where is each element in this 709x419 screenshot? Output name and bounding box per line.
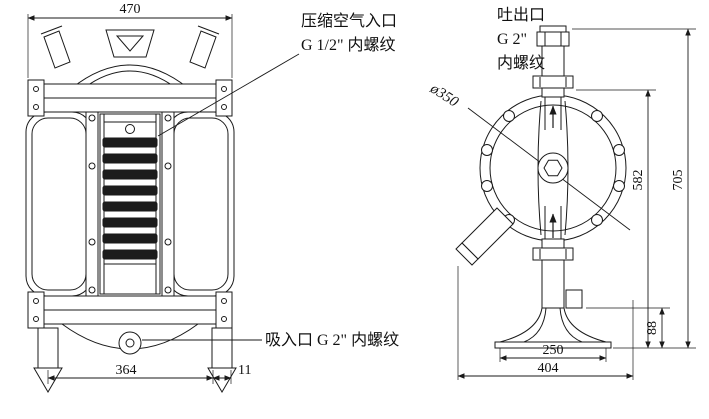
side-angled-port-stub	[455, 207, 514, 266]
dim-label-705: 705	[671, 170, 686, 191]
front-muffler-stack	[99, 113, 161, 295]
front-top-dome	[71, 64, 189, 89]
front-chamber-left	[25, 111, 93, 297]
diameter-label: ø350	[426, 80, 461, 111]
front-chamber-right	[167, 111, 235, 297]
side-suction-pipe	[532, 206, 583, 309]
dim-label-88: 88	[645, 321, 660, 335]
air-inlet-label-line1: 压缩空气入口	[301, 12, 397, 30]
dimension-11: 11	[212, 363, 251, 384]
dim-label-404: 404	[538, 361, 559, 376]
dimension-582: 582	[576, 89, 656, 349]
front-view	[25, 25, 237, 393]
annotation-outlet: 吐出口 G 2" 内螺纹	[497, 6, 545, 72]
dim-label-250: 250	[543, 343, 564, 358]
dim-label-11: 11	[238, 363, 251, 378]
annotation-diameter: ø350	[426, 80, 461, 111]
front-foot-right	[207, 327, 237, 393]
outlet-label-line1: 吐出口	[497, 6, 545, 24]
dimension-250: 250	[499, 343, 607, 362]
air-inlet-label-line2: G 1/2" 内螺纹	[301, 36, 396, 54]
dimension-364: 364	[47, 363, 214, 384]
outlet-label-line3: 内螺纹	[497, 54, 545, 72]
front-corner-stub-right	[189, 25, 220, 69]
front-suction-port	[61, 323, 199, 355]
side-discharge-pipe	[532, 25, 574, 130]
dim-label-470: 470	[120, 2, 141, 17]
dimension-88: 88	[586, 307, 670, 349]
dimension-404: 404	[457, 266, 634, 380]
dim-label-364: 364	[116, 363, 137, 378]
dimension-705: 705	[572, 28, 696, 349]
side-hub-hex-bolt	[543, 159, 563, 177]
side-base-stand	[494, 307, 612, 349]
funnel-triangle-icon	[115, 35, 145, 52]
outlet-label-line2: G 2"	[497, 31, 527, 48]
dim-label-582: 582	[631, 170, 646, 191]
annotation-air-inlet: 压缩空气入口 G 1/2" 内螺纹	[157, 12, 397, 137]
side-view	[455, 25, 631, 349]
front-clamp-band-right	[161, 105, 175, 303]
front-air-valve-funnel	[105, 29, 155, 58]
annotation-suction: 吸入口 G 2" 内螺纹	[142, 331, 399, 349]
front-corner-stub-left	[40, 25, 71, 69]
air-inlet-leader-line	[157, 53, 300, 137]
front-bottom-manifold	[27, 291, 233, 329]
suction-label: 吸入口 G 2" 内螺纹	[265, 331, 399, 349]
dimension-470: 470	[27, 2, 233, 78]
front-clamp-band-left	[85, 105, 99, 303]
muffler-center-bolt	[125, 124, 135, 134]
